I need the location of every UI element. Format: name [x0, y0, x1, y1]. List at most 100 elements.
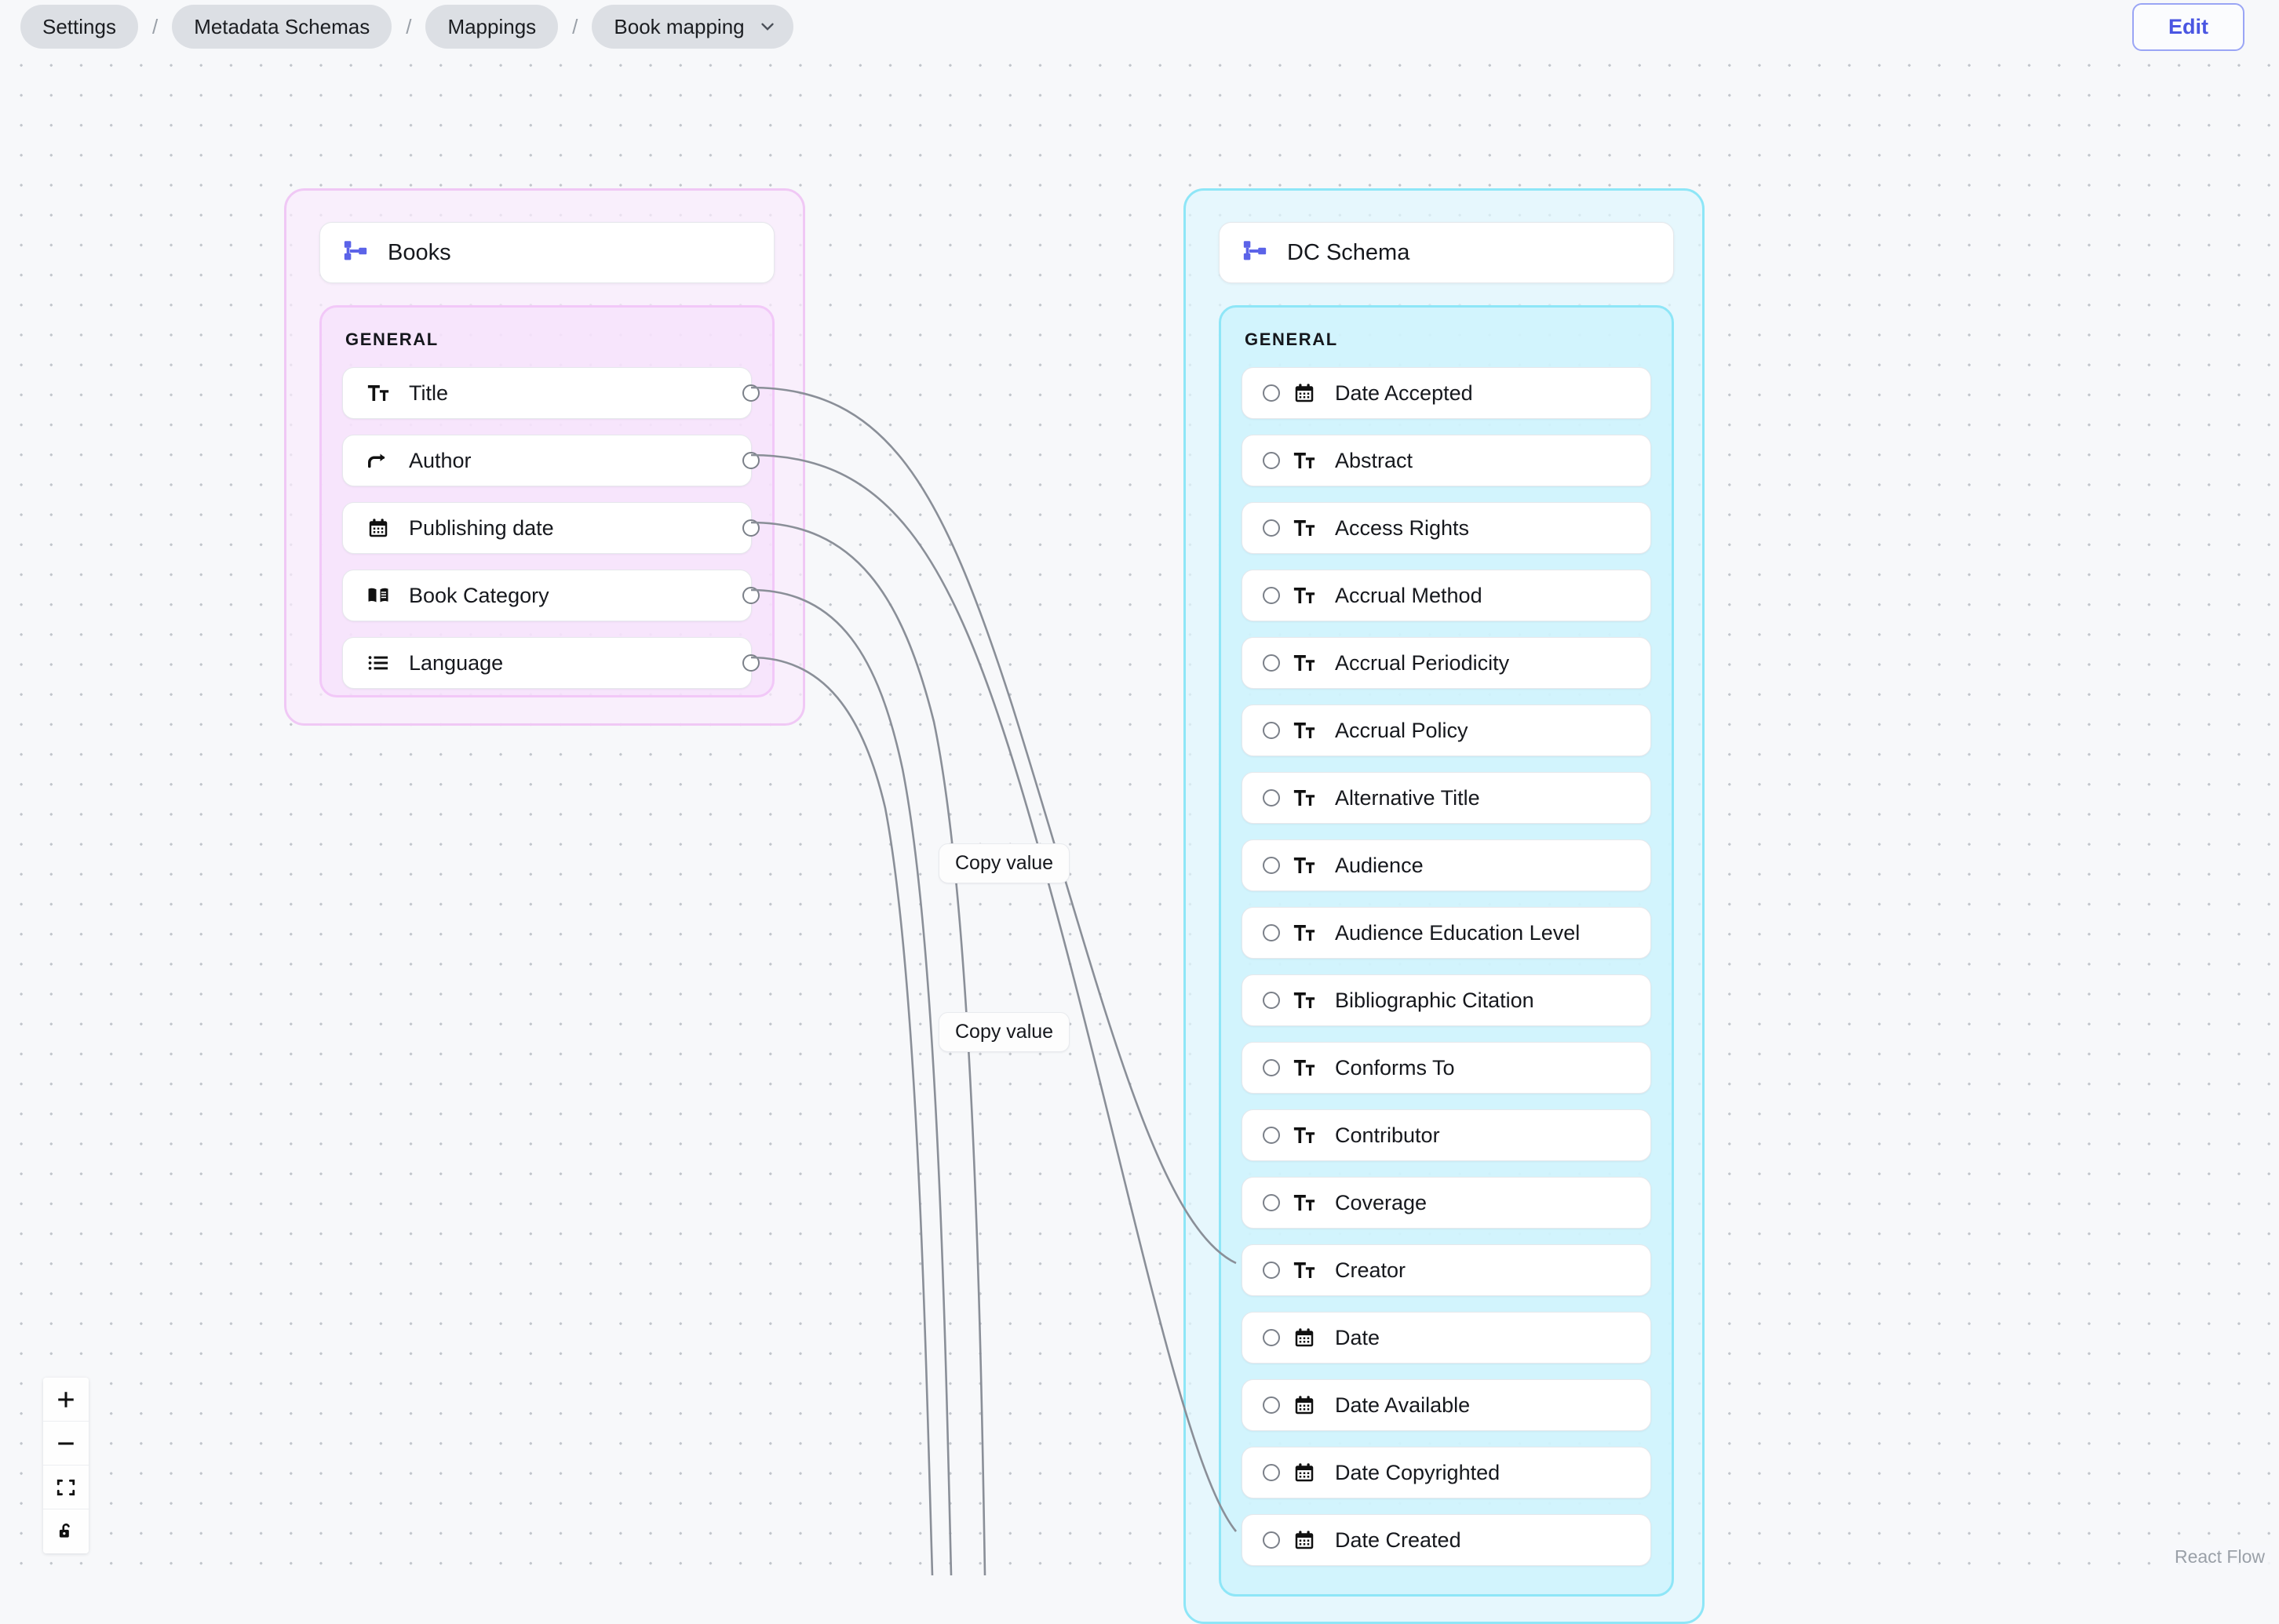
source-section-general: GENERAL TitleAuthorPublishing dateBook C… [319, 305, 775, 697]
field-label: Abstract [1335, 449, 1413, 473]
field-row[interactable]: Creator [1242, 1244, 1651, 1296]
target-handle[interactable] [1263, 1262, 1280, 1279]
edge-label-copy-value[interactable]: Copy value [939, 1012, 1070, 1052]
target-handle[interactable] [1263, 452, 1280, 469]
breadcrumb-separator: / [558, 15, 592, 39]
field-row[interactable]: Book Category [342, 570, 752, 621]
target-handle[interactable] [1263, 384, 1280, 402]
text-icon [1291, 447, 1318, 474]
target-handle[interactable] [1263, 587, 1280, 604]
target-handle[interactable] [1263, 992, 1280, 1009]
field-label: Language [409, 651, 503, 675]
calendar-icon [1291, 380, 1318, 406]
target-handle[interactable] [1263, 1531, 1280, 1549]
breadcrumb-item-settings[interactable]: Settings [20, 5, 138, 49]
field-label: Accrual Policy [1335, 719, 1468, 743]
calendar-icon [1291, 1527, 1318, 1553]
field-row[interactable]: Language [342, 637, 752, 689]
schema-tree-icon [1242, 238, 1268, 268]
field-row[interactable]: Author [342, 435, 752, 486]
field-row[interactable]: Accrual Policy [1242, 705, 1651, 756]
field-label: Creator [1335, 1258, 1406, 1283]
field-label: Date Created [1335, 1528, 1461, 1553]
breadcrumb-label: Book mapping [614, 15, 744, 39]
field-row[interactable]: Date Available [1242, 1379, 1651, 1431]
field-label: Accrual Periodicity [1335, 651, 1509, 675]
target-handle[interactable] [1263, 789, 1280, 807]
calendar-icon [1291, 1324, 1318, 1351]
source-handle[interactable] [742, 654, 760, 672]
source-handle[interactable] [742, 452, 760, 469]
top-bar: Settings/Metadata Schemas/Mappings/Book … [0, 0, 2279, 53]
field-row[interactable]: Date Copyrighted [1242, 1447, 1651, 1498]
field-row[interactable]: Accrual Periodicity [1242, 637, 1651, 689]
field-row[interactable]: Title [342, 367, 752, 419]
target-handle[interactable] [1263, 519, 1280, 537]
field-row[interactable]: Audience [1242, 839, 1651, 891]
text-icon [1291, 987, 1318, 1014]
field-row[interactable]: Date [1242, 1312, 1651, 1364]
field-row[interactable]: Conforms To [1242, 1042, 1651, 1094]
target-handle[interactable] [1263, 1127, 1280, 1144]
field-row[interactable]: Bibliographic Citation [1242, 974, 1651, 1026]
flow-controls[interactable] [43, 1378, 89, 1553]
target-handle[interactable] [1263, 1194, 1280, 1211]
field-row[interactable]: Access Rights [1242, 502, 1651, 554]
target-schema-group[interactable]: DC Schema GENERAL Date AcceptedAbstractA… [1183, 188, 1705, 1624]
source-handle[interactable] [742, 519, 760, 537]
target-handle[interactable] [1263, 654, 1280, 672]
react-flow-attribution[interactable]: React Flow [2168, 1545, 2271, 1569]
text-icon [1291, 717, 1318, 744]
schema-tree-icon [342, 238, 369, 268]
breadcrumb-separator: / [138, 15, 172, 39]
field-row[interactable]: Abstract [1242, 435, 1651, 486]
text-icon [365, 380, 392, 406]
text-icon [1291, 919, 1318, 946]
text-icon [1291, 852, 1318, 879]
target-schema-node[interactable]: DC Schema [1219, 222, 1674, 283]
field-label: Audience [1335, 854, 1424, 878]
edge-label-copy-value[interactable]: Copy value [939, 843, 1070, 883]
field-row[interactable]: Date Accepted [1242, 367, 1651, 419]
field-row[interactable]: Accrual Method [1242, 570, 1651, 621]
target-handle[interactable] [1263, 1396, 1280, 1414]
zoom-out-button[interactable] [43, 1422, 89, 1466]
breadcrumb-item-book-mapping[interactable]: Book mapping [592, 5, 793, 49]
source-handle[interactable] [742, 587, 760, 604]
source-schema-node[interactable]: Books [319, 222, 775, 283]
field-row[interactable]: Publishing date [342, 502, 752, 554]
target-handle[interactable] [1263, 722, 1280, 739]
breadcrumb-item-mappings[interactable]: Mappings [425, 5, 558, 49]
field-row[interactable]: Audience Education Level [1242, 907, 1651, 959]
field-label: Author [409, 449, 472, 473]
field-label: Audience Education Level [1335, 921, 1580, 945]
lock-button[interactable] [43, 1509, 89, 1553]
source-schema-title: Books [388, 240, 451, 266]
fit-view-button[interactable] [43, 1466, 89, 1509]
edit-button[interactable]: Edit [2132, 3, 2244, 51]
target-handle[interactable] [1263, 1464, 1280, 1481]
text-icon [1291, 582, 1318, 609]
flow-canvas[interactable]: Copy valueCopy value Books GENERAL Title… [0, 0, 2279, 1575]
zoom-in-button[interactable] [43, 1378, 89, 1422]
field-row[interactable]: Contributor [1242, 1109, 1651, 1161]
field-row[interactable]: Alternative Title [1242, 772, 1651, 824]
calendar-icon [1291, 1459, 1318, 1486]
source-schema-group[interactable]: Books GENERAL TitleAuthorPublishing date… [284, 188, 805, 726]
target-handle[interactable] [1263, 1059, 1280, 1076]
target-handle[interactable] [1263, 857, 1280, 874]
target-handle[interactable] [1263, 1329, 1280, 1346]
breadcrumb-item-metadata-schemas[interactable]: Metadata Schemas [172, 5, 392, 49]
field-row[interactable]: Date Created [1242, 1514, 1651, 1566]
breadcrumb-separator: / [392, 15, 425, 39]
arrow-turn-right-icon [365, 447, 392, 474]
chevron-down-icon[interactable] [757, 16, 778, 37]
field-label: Coverage [1335, 1191, 1427, 1215]
field-label: Bibliographic Citation [1335, 989, 1534, 1013]
edge-title-to-creator [751, 388, 1236, 1263]
field-label: Book Category [409, 584, 549, 608]
field-row[interactable]: Coverage [1242, 1177, 1651, 1229]
field-label: Conforms To [1335, 1056, 1455, 1080]
source-handle[interactable] [742, 384, 760, 402]
target-handle[interactable] [1263, 924, 1280, 941]
